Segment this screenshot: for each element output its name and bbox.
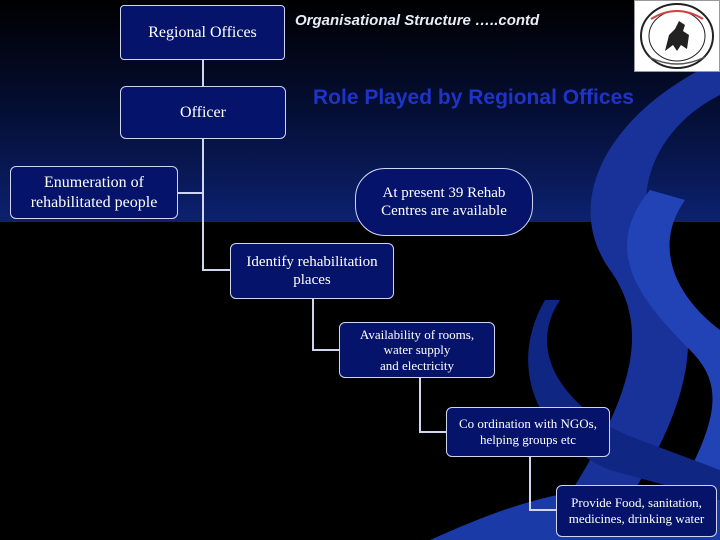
page-title: Role Played by Regional Offices (313, 86, 634, 109)
section-subtitle: Organisational Structure …..contd (295, 12, 540, 29)
coordination-box: Co ordination with NGOs, helping groups … (446, 407, 610, 457)
provide-line-2: medicines, drinking water (568, 511, 705, 526)
provide-box: Provide Food, sanitation, medicines, dri… (556, 485, 717, 537)
rehab-centres-line-1: At present 39 Rehab (382, 185, 506, 201)
availability-line-2: water supply (383, 342, 451, 358)
availability-line-3: and electricity (380, 357, 454, 373)
officer-box: Officer (120, 86, 286, 139)
provide-line-1: Provide Food, sanitation, (571, 495, 702, 511)
enumeration-box: Enumeration of rehabilitated people (10, 166, 178, 219)
rehab-centres-box: At present 39 Rehab Centres are availabl… (355, 168, 533, 236)
availability-box: Availability of rooms, water supply and … (339, 322, 495, 378)
identify-places-line-2: places (293, 272, 331, 288)
emblem-seal-icon (634, 0, 720, 72)
coordination-line-2: helping groups etc (479, 432, 577, 447)
regional-offices-label: Regional Offices (148, 23, 257, 41)
availability-line-1: Availability of rooms, (359, 326, 475, 342)
officer-label: Officer (180, 103, 226, 121)
enumeration-line-2: rehabilitated people (30, 193, 158, 211)
coordination-line-1: Co ordination with NGOs, (459, 416, 597, 432)
regional-offices-box: Regional Offices (120, 5, 285, 60)
identify-places-line-1: Identify rehabilitation (246, 254, 378, 270)
enumeration-line-1: Enumeration of (44, 174, 144, 192)
identify-places-box: Identify rehabilitation places (230, 243, 394, 299)
rehab-centres-line-2: Centres are available (381, 203, 507, 219)
